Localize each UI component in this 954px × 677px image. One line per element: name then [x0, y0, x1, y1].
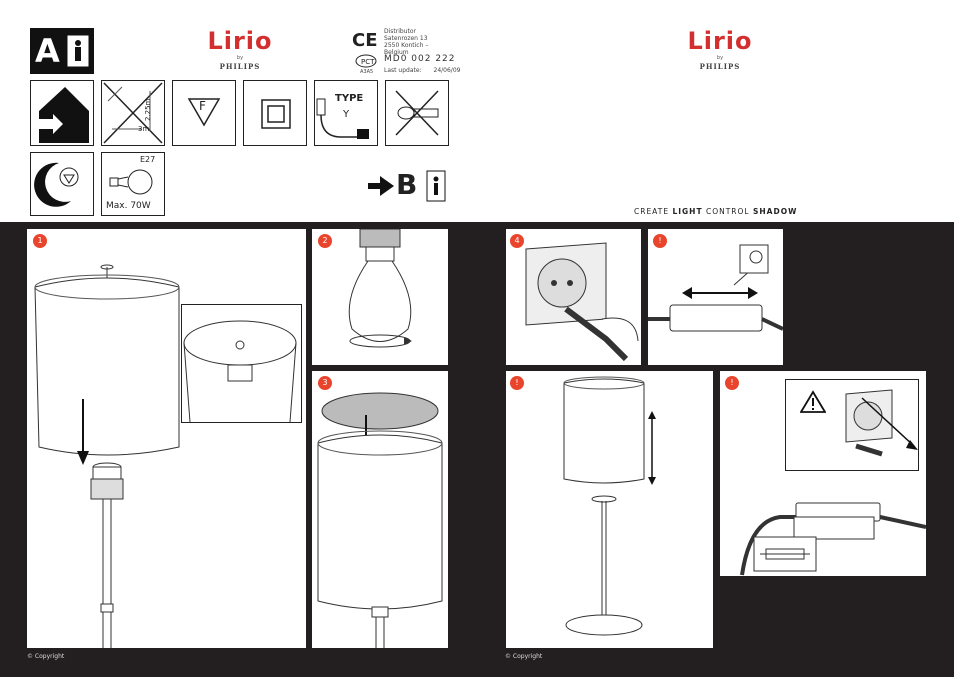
- no-halogen-icon-box: [385, 80, 449, 146]
- dimmer-switch-illustration: [648, 244, 783, 332]
- section-b-marker: B: [368, 168, 448, 204]
- fuse-class-icon-box: F: [172, 80, 236, 146]
- last-update-label: Last update:: [384, 67, 422, 74]
- book-b-icon: [426, 170, 446, 202]
- distance-height: 2.25m: [144, 98, 152, 121]
- bulb-icon: [109, 169, 153, 195]
- indoor-use-icon-box: [30, 80, 94, 146]
- ce-mark: CE: [352, 30, 378, 51]
- distributor-label: Distributor: [384, 28, 417, 35]
- brand-name: Lirio: [207, 27, 273, 55]
- brand-by: by: [236, 55, 244, 61]
- crossed-bulb-icon: [395, 90, 439, 136]
- bulb-install-illustration: [348, 229, 412, 348]
- brand-maker: PHILIPS: [219, 62, 261, 71]
- step-4-badge: 4: [510, 234, 524, 248]
- plug-type-icon-box: TYPE Y: [314, 80, 378, 146]
- step-7-badge: !: [725, 376, 739, 390]
- copyright-left: © Copyright: [27, 653, 65, 660]
- plug-cord-icon: [316, 98, 369, 139]
- tagline-create: CREATE: [634, 207, 670, 216]
- tagline-light: LIGHT: [672, 207, 703, 216]
- plug-in-illustration: [525, 242, 639, 362]
- step-6-panel: [506, 371, 713, 648]
- dimmer-icon-box: [30, 152, 94, 216]
- indoor-house-icon: [35, 87, 89, 143]
- cert-code: A3A5: [360, 69, 374, 75]
- brand-by-right: by: [716, 55, 724, 61]
- distance-width: 3m: [138, 125, 150, 133]
- model-number: MD0 002 222: [384, 54, 456, 64]
- step-3-panel: [312, 371, 448, 648]
- lamp-assembly-illustration: [34, 264, 180, 648]
- double-square-icon: [261, 99, 291, 129]
- step-1-detail-inset: [181, 304, 302, 423]
- step-1-panel: [27, 229, 306, 648]
- brand-logo-left: Lirio by PHILIPS: [195, 28, 285, 71]
- tagline-shadow: SHADOW: [752, 207, 798, 216]
- certification-icon: PCT: [355, 54, 377, 68]
- brand-logo-right: Lirio by PHILIPS: [675, 28, 765, 71]
- last-update-date: 24/06/09: [433, 67, 461, 74]
- last-update: Last update: 24/06/09: [384, 67, 460, 74]
- double-insulation-icon-box: [243, 80, 307, 146]
- bulb-socket-label: E27: [140, 155, 156, 164]
- step-2-badge: 2: [318, 234, 332, 248]
- step-6-badge: !: [510, 376, 524, 390]
- book-icon: [66, 34, 90, 68]
- step-5-badge: !: [653, 234, 667, 248]
- height-adjust-illustration: [563, 376, 656, 636]
- step-3-badge: 3: [318, 376, 332, 390]
- section-a-letter: A: [35, 32, 60, 70]
- plug-type-label: TYPE: [335, 93, 364, 104]
- step-1-badge: 1: [33, 234, 47, 248]
- shade-detail-illustration: [183, 320, 297, 423]
- fuse-replace-illustration: [740, 502, 926, 576]
- plug-type-value: Y: [343, 109, 350, 120]
- distance-icon-box: 2.25m 3m: [101, 80, 165, 146]
- arrow-right-icon: [368, 176, 394, 196]
- brand-name-right: Lirio: [687, 27, 753, 55]
- warning-triangle-icon: [800, 390, 826, 413]
- bathroom-distance-icon: [103, 82, 163, 144]
- bulb-max-power: Max. 70W: [106, 201, 151, 211]
- distributor-street: Satenrozen 13: [384, 35, 428, 42]
- step-4-panel: [506, 229, 641, 365]
- distributor-city: 2550 Kontich – Belgium: [384, 42, 429, 56]
- step-5-panel: [648, 229, 783, 365]
- unplug-illustration: [845, 389, 918, 457]
- step-2-panel: [312, 229, 448, 365]
- section-a-icon: A: [30, 28, 94, 74]
- brand-maker-right: PHILIPS: [699, 62, 741, 71]
- shade-install-illustration: [317, 392, 443, 648]
- svg-text:PCT: PCT: [361, 58, 375, 66]
- triangle-icon: [187, 98, 221, 127]
- moon-dimmer-icon: [34, 162, 79, 207]
- tagline: CREATE LIGHT CONTROL SHADOW: [634, 207, 797, 216]
- bulb-spec-icon-box: E27 Max. 70W: [101, 152, 165, 216]
- step-7-warning-inset: [785, 379, 919, 471]
- tagline-control: CONTROL: [705, 207, 750, 216]
- section-b-letter: B: [396, 168, 418, 201]
- fuse-class-letter: F: [199, 99, 206, 113]
- distributor-block: Distributor Satenrozen 13 2550 Kontich –…: [384, 28, 454, 56]
- copyright-right: © Copyright: [505, 653, 543, 660]
- step-7-panel: [720, 371, 926, 576]
